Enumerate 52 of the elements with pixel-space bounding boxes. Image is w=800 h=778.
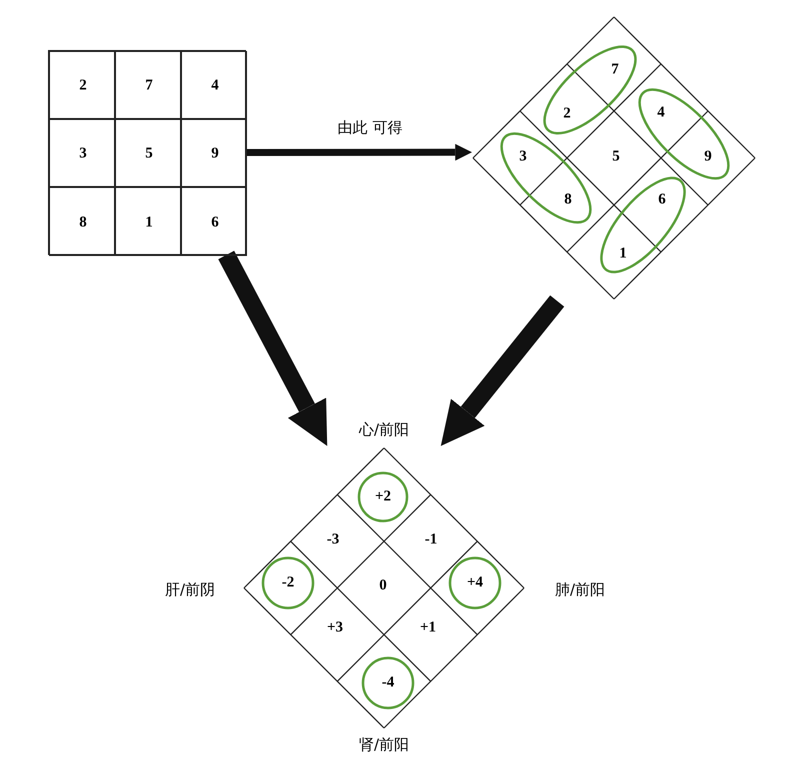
grid-cell	[49, 51, 115, 119]
grid-cell	[181, 51, 247, 119]
number-label: 4	[211, 78, 219, 94]
number-pair-ellipse	[502, 134, 590, 222]
number-circle	[448, 556, 502, 610]
number-label: +4	[466, 574, 484, 592]
number-label: 7	[611, 62, 619, 78]
number-label: +1	[420, 620, 436, 636]
number-label: 3	[79, 146, 87, 162]
number-label: 7	[145, 78, 153, 94]
number-label: 8	[564, 192, 572, 208]
grid-cell	[49, 119, 115, 187]
grid-cell	[181, 119, 247, 187]
number-label: 4	[657, 104, 665, 122]
number-label: 9	[211, 146, 219, 162]
number-label: 9	[704, 148, 712, 166]
grid-cell	[115, 119, 181, 187]
number-label: 1	[145, 214, 153, 231]
grid-cell	[115, 187, 181, 256]
arrow	[246, 144, 472, 161]
number-label: +2	[374, 488, 392, 506]
number-label: -3	[326, 532, 340, 548]
number-label: -2	[282, 574, 294, 592]
grid-cell	[181, 187, 247, 256]
number-label: 3	[519, 148, 527, 166]
number-label: 5	[612, 148, 620, 166]
arrow	[218, 250, 328, 446]
magic-square-grid	[48, 50, 246, 255]
grid-cell	[49, 187, 115, 256]
direction-label: 心/前阳	[358, 420, 410, 440]
number-label: 5	[145, 146, 153, 162]
edge-label: 由此 可得	[338, 118, 402, 138]
direction-label: 肾/前阳	[358, 736, 410, 754]
number-label: +3	[326, 620, 344, 636]
direction-label: 肺/前阳	[554, 580, 606, 600]
number-pair-ellipse	[546, 46, 634, 134]
direction-label: 肝/前阴	[164, 580, 216, 600]
number-label: 0	[379, 578, 387, 594]
arrow	[440, 295, 564, 446]
number-label: 8	[79, 214, 87, 231]
number-label: 2	[79, 78, 87, 94]
number-circle	[261, 556, 315, 610]
diamond-grid	[242, 446, 526, 730]
number-circle	[357, 471, 409, 523]
number-label: -4	[382, 674, 394, 692]
number-label: 2	[563, 106, 571, 122]
grid-cell	[115, 51, 181, 119]
number-label: -1	[424, 532, 438, 548]
diamond-grid	[472, 15, 756, 301]
number-pair-ellipse	[640, 90, 728, 178]
number-label: 6	[211, 214, 219, 231]
number-circle	[361, 656, 415, 710]
